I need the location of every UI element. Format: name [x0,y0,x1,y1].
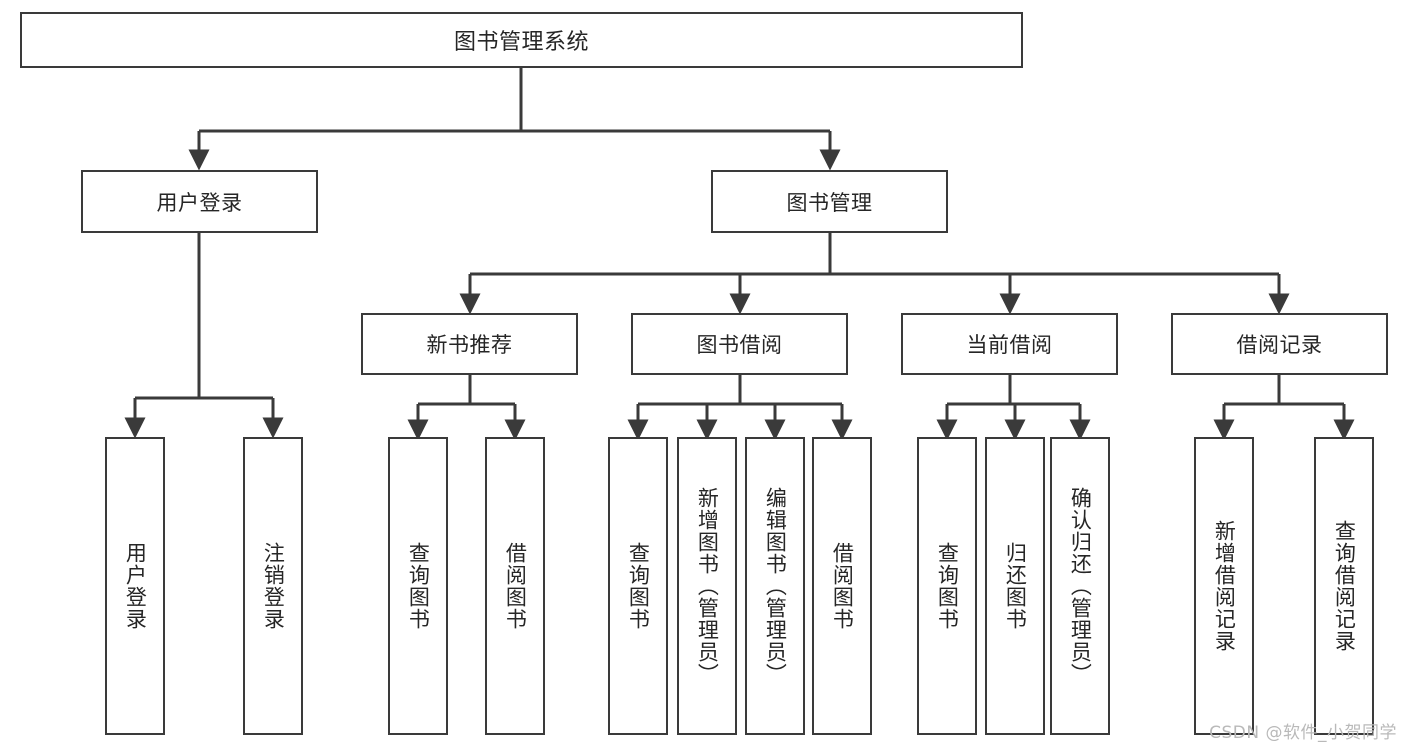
leaf-book-borrow-add[interactable]: 新增图书（管理员） [677,437,737,735]
leaf-label: 编辑图书（管理员） [763,487,788,685]
leaf-label: 新增借阅记录 [1212,520,1237,652]
leaf-label: 归还图书 [1003,542,1028,630]
leaf-current-borrow-query[interactable]: 查询图书 [917,437,977,735]
leaf-label: 确认归还（管理员） [1068,487,1093,685]
leaf-label: 借阅图书 [830,542,855,630]
leaf-label: 用户登录 [123,542,148,630]
leaf-book-borrow-borrow[interactable]: 借阅图书 [812,437,872,735]
leaf-label: 注销登录 [261,542,286,630]
leaf-label: 查询图书 [626,542,651,630]
node-current-borrow-label: 当前借阅 [966,333,1053,357]
node-new-book-recommend[interactable]: 新书推荐 [361,313,578,375]
leaf-current-borrow-confirm-return[interactable]: 确认归还（管理员） [1050,437,1110,735]
leaf-new-book-borrow[interactable]: 借阅图书 [485,437,545,735]
node-current-borrow[interactable]: 当前借阅 [901,313,1118,375]
leaf-new-book-query[interactable]: 查询图书 [388,437,448,735]
node-book-borrow[interactable]: 图书借阅 [631,313,848,375]
leaf-user-login-signout[interactable]: 注销登录 [243,437,303,735]
leaf-label: 查询图书 [406,542,431,630]
node-new-book-recommend-label: 新书推荐 [426,333,513,357]
node-root-label: 图书管理系统 [453,30,589,55]
node-book-management[interactable]: 图书管理 [711,170,948,233]
leaf-book-borrow-query[interactable]: 查询图书 [608,437,668,735]
leaf-borrow-record-query[interactable]: 查询借阅记录 [1314,437,1374,735]
csdn-watermark: CSDN @软件_小贺同学 [1209,723,1397,743]
node-user-login-label: 用户登录 [156,190,243,215]
node-book-management-label: 图书管理 [786,190,873,215]
leaf-current-borrow-return[interactable]: 归还图书 [985,437,1045,735]
node-user-login[interactable]: 用户登录 [81,170,318,233]
leaf-book-borrow-edit[interactable]: 编辑图书（管理员） [745,437,805,735]
node-book-borrow-label: 图书借阅 [696,333,783,357]
leaf-label: 查询图书 [935,542,960,630]
leaf-user-login-signin[interactable]: 用户登录 [105,437,165,735]
node-root[interactable]: 图书管理系统 [20,12,1023,68]
node-borrow-record[interactable]: 借阅记录 [1171,313,1388,375]
node-borrow-record-label: 借阅记录 [1236,333,1323,357]
leaf-label: 查询借阅记录 [1332,520,1357,652]
leaf-label: 新增图书（管理员） [695,487,720,685]
leaf-borrow-record-add[interactable]: 新增借阅记录 [1194,437,1254,735]
leaf-label: 借阅图书 [503,542,528,630]
